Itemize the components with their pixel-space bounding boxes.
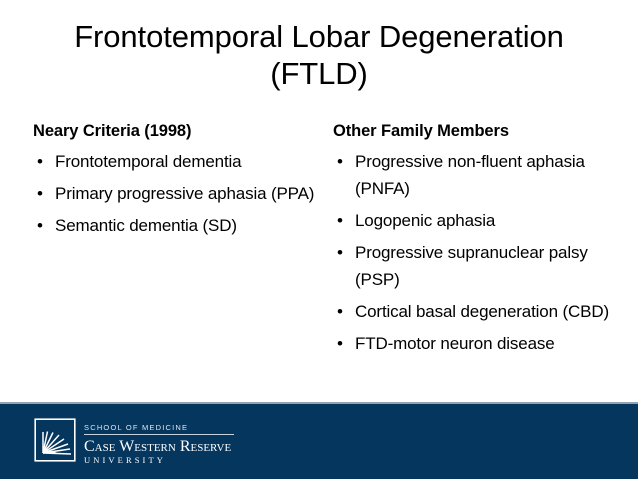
case-western-reserve-logo: SCHOOL OF MEDICINE Case Western Reserve …	[34, 418, 234, 465]
sunburst-square-icon	[34, 418, 76, 462]
column-heading: Other Family Members	[333, 122, 509, 140]
bullet-list-left: • Frontotemporal dementia • Primary prog…	[31, 148, 321, 239]
title-line-2: (FTLD)	[270, 56, 368, 91]
list-item: • FTD-motor neuron disease	[331, 330, 621, 357]
list-item: • Semantic dementia (SD)	[31, 212, 321, 239]
list-item-label: Semantic dementia (SD)	[55, 216, 237, 235]
list-item: • Logopenic aphasia	[331, 207, 621, 234]
list-item: • Frontotemporal dementia	[31, 148, 321, 175]
list-item-label: Primary progressive aphasia (PPA)	[55, 184, 315, 203]
column-neary-criteria: Neary Criteria (1998) • Frontotemporal d…	[31, 120, 321, 244]
bullet-dot-icon: •	[37, 216, 43, 235]
list-item-label: Cortical basal degeneration (CBD)	[355, 302, 609, 321]
bullet-dot-icon: •	[337, 334, 343, 353]
page-title: Frontotemporal Lobar Degeneration (FTLD)	[0, 18, 638, 92]
school-of-medicine-label: SCHOOL OF MEDICINE	[84, 423, 189, 432]
list-item-label: Frontotemporal dementia	[55, 152, 242, 171]
bullet-dot-icon: •	[337, 152, 343, 171]
bullet-dot-icon: •	[337, 302, 343, 321]
list-item-label: FTD-motor neuron disease	[355, 334, 555, 353]
list-item: • Progressive non-fluent aphasia (PNFA)	[331, 148, 621, 202]
bullet-dot-icon: •	[337, 211, 343, 230]
list-item: • Cortical basal degeneration (CBD)	[331, 298, 621, 325]
list-item-label: Progressive non-fluent aphasia (PNFA)	[355, 152, 585, 198]
bullet-dot-icon: •	[37, 152, 43, 171]
case-western-reserve-label: Case Western Reserve	[84, 438, 232, 455]
footer-bar: SCHOOL OF MEDICINE Case Western Reserve …	[0, 402, 638, 479]
university-label: UNIVERSITY	[84, 455, 166, 465]
column-other-family-members: Other Family Members • Progressive non-f…	[331, 120, 621, 362]
column-heading: Neary Criteria (1998)	[33, 122, 192, 140]
title-line-1: Frontotemporal Lobar Degeneration	[74, 19, 564, 54]
list-item-label: Progressive supranuclear palsy (PSP)	[355, 243, 588, 289]
logo-divider	[84, 434, 234, 435]
list-item: • Primary progressive aphasia (PPA)	[31, 180, 321, 207]
logo-wordmark-group: SCHOOL OF MEDICINE Case Western Reserve …	[84, 418, 234, 465]
content-area: Neary Criteria (1998) • Frontotemporal d…	[0, 120, 638, 395]
list-item-label: Logopenic aphasia	[355, 211, 496, 230]
bullet-dot-icon: •	[37, 184, 43, 203]
bullet-list-right: • Progressive non-fluent aphasia (PNFA) …	[331, 148, 621, 357]
list-item: • Progressive supranuclear palsy (PSP)	[331, 239, 621, 293]
bullet-dot-icon: •	[337, 243, 343, 262]
